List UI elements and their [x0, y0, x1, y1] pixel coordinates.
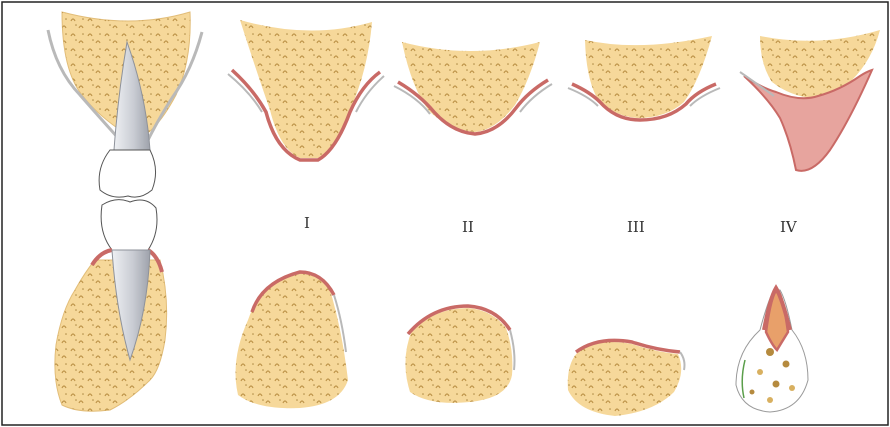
- class-ii-upper-ridge: [394, 38, 552, 138]
- class-i-upper-ridge: [228, 18, 384, 163]
- class-label-i: I: [304, 214, 310, 232]
- class-iii-upper-ridge: [568, 34, 720, 122]
- class-iv-lower-ridge: [736, 288, 808, 412]
- class-label-iv: IV: [780, 218, 798, 236]
- lower-crown: [101, 200, 157, 250]
- class-label-iii: III: [627, 218, 645, 236]
- reference-dentition: [48, 12, 202, 415]
- class-ii-lower-ridge: [400, 302, 520, 410]
- upper-crown: [99, 150, 155, 197]
- class-i-lower-ridge: [228, 268, 353, 413]
- class-iii-lower-ridge: [562, 336, 688, 420]
- class-label-ii: II: [462, 218, 474, 236]
- class-iv-upper-ridge: [740, 28, 886, 171]
